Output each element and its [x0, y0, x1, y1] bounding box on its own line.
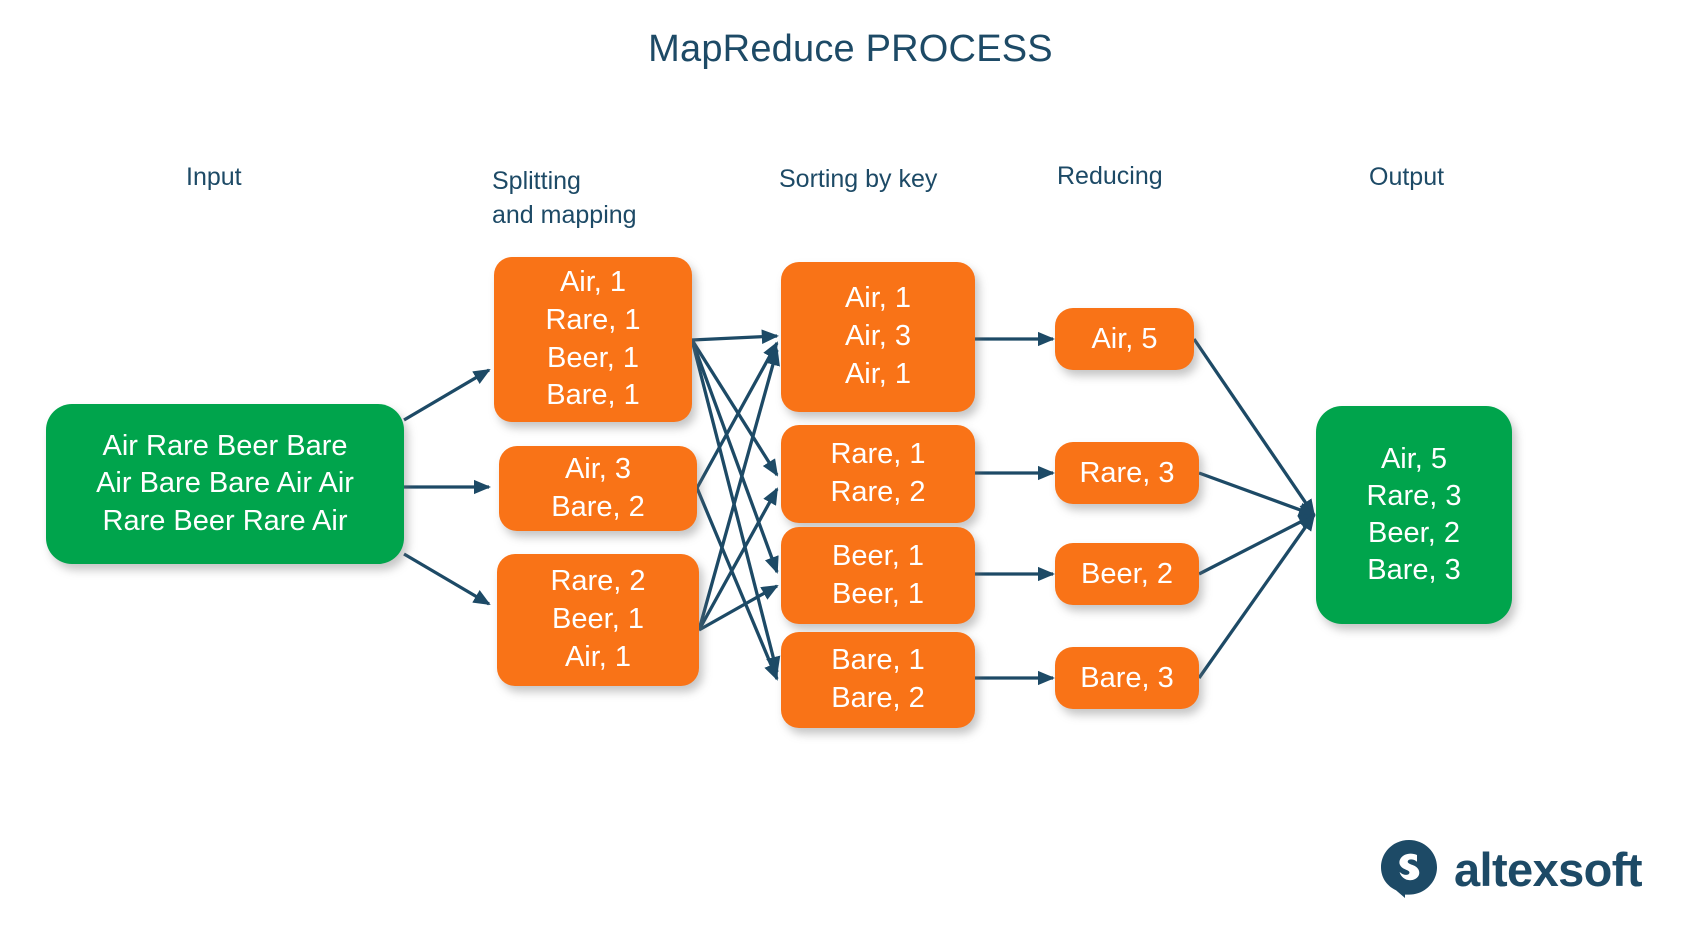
sorting-node-line: Beer, 1 — [832, 577, 924, 610]
reducing-node-line: Bare, 3 — [1080, 661, 1174, 694]
sorting-node-line: Bare, 2 — [831, 682, 925, 714]
column-header-reducing: Reducing — [1057, 162, 1163, 190]
reducing-node-line: Air, 5 — [1091, 322, 1158, 355]
splitting-node-line: Air, 3 — [564, 452, 632, 485]
output-node-line: Beer, 2 — [1368, 517, 1460, 549]
brand-logo: altexsoft — [1378, 838, 1642, 900]
column-header-sorting: Sorting by key — [779, 165, 938, 193]
column-header-splitting: Splitting and mapping — [492, 167, 637, 229]
column-header-output: Output — [1369, 163, 1445, 191]
sorting-node-line: Air, 3 — [844, 320, 912, 353]
output-node[interactable]: Air, 5 Rare, 3 Beer, 2 Bare, 3 — [1316, 406, 1512, 624]
sorting-node-1[interactable]: Air, 1 Air, 3 Air, 1 — [781, 262, 975, 412]
sorting-node-4[interactable]: Bare, 1 Bare, 2 — [781, 632, 975, 728]
input-node-line: Rare Beer Rare Air — [102, 504, 348, 537]
splitting-node-line: Rare, 1 — [545, 303, 641, 336]
reducing-node-line: Beer, 2 — [1081, 557, 1173, 590]
input-node[interactable]: Air Rare Beer Bare Air Bare Bare Air Air… — [46, 404, 404, 564]
splitting-node-line: Air, 1 — [559, 266, 627, 299]
sorting-node-line: Rare, 2 — [830, 476, 926, 508]
input-node-line: Air Bare Bare Air Air — [96, 467, 354, 500]
splitting-node-line: Air, 1 — [564, 640, 632, 673]
output-node-line: Bare, 3 — [1367, 554, 1461, 587]
column-header-input: Input — [186, 163, 242, 191]
output-node-line: Air, 5 — [1380, 442, 1448, 475]
reducing-node-2[interactable]: Rare, 3 — [1055, 442, 1199, 504]
splitting-node-line: Beer, 1 — [552, 603, 644, 636]
sorting-node-line: Beer, 1 — [832, 539, 924, 572]
input-node-line: Air Rare Beer Bare — [102, 430, 348, 463]
brand-name: altexsoft — [1454, 842, 1642, 896]
splitting-node-line: Bare, 1 — [546, 379, 640, 412]
splitting-node-line: Rare, 2 — [550, 565, 646, 598]
splitting-node-2[interactable]: Air, 3 Bare, 2 — [499, 446, 697, 531]
sorting-node-line: Air, 1 — [844, 357, 912, 390]
page-title: MapReduce PROCESS — [648, 28, 1053, 70]
sorting-node-3[interactable]: Beer, 1 Beer, 1 — [781, 527, 975, 624]
sorting-node-line: Rare, 1 — [830, 438, 926, 471]
sorting-node-line: Bare, 1 — [831, 644, 925, 677]
output-node-line: Rare, 3 — [1366, 479, 1462, 512]
reducing-node-4[interactable]: Bare, 3 — [1055, 647, 1199, 709]
splitting-node-line: Beer, 1 — [547, 341, 639, 374]
speech-bubble-s-icon — [1381, 840, 1437, 898]
splitting-node-3[interactable]: Rare, 2 Beer, 1 Air, 1 — [497, 554, 699, 686]
reducing-node-1[interactable]: Air, 5 — [1055, 308, 1194, 370]
splitting-node-line: Bare, 2 — [551, 490, 645, 523]
reducing-node-line: Rare, 3 — [1079, 456, 1175, 489]
sorting-node-2[interactable]: Rare, 1 Rare, 2 — [781, 425, 975, 523]
splitting-node-1[interactable]: Air, 1 Rare, 1 Beer, 1 Bare, 1 — [494, 257, 692, 422]
sorting-node-line: Air, 1 — [844, 282, 912, 315]
reducing-node-3[interactable]: Beer, 2 — [1055, 543, 1199, 605]
